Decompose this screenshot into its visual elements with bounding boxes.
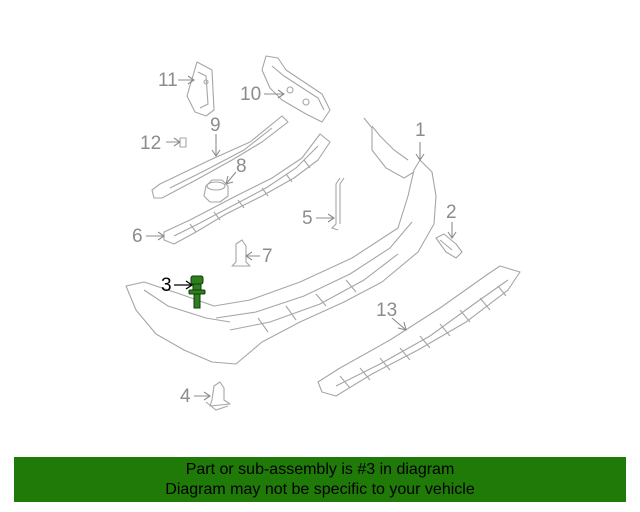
part-4-retainer[interactable] — [205, 381, 231, 411]
part-1-bumper-cover[interactable] — [125, 117, 437, 365]
banner-line-2: Diagram may not be specific to your vehi… — [165, 481, 475, 498]
parts-diagram: 1 2 3 4 5 6 7 8 9 10 11 12 13 — [125, 55, 521, 411]
info-banner: Part or sub-assembly is #3 in diagram Di… — [14, 457, 626, 502]
callout-8: 8 — [236, 156, 247, 177]
part-10-bracket[interactable] — [261, 55, 331, 123]
callout-6: 6 — [132, 226, 143, 247]
banner-line-1: Part or sub-assembly is #3 in diagram — [185, 461, 455, 478]
part-7-clip[interactable] — [231, 239, 251, 267]
callout-13: 13 — [376, 300, 397, 321]
part-6-absorber[interactable] — [163, 133, 331, 245]
callout-10: 10 — [240, 84, 261, 105]
callout-4: 4 — [180, 386, 191, 407]
part-5-rod[interactable] — [330, 177, 345, 231]
part-11-bracket[interactable] — [186, 61, 215, 117]
callout-1: 1 — [415, 120, 426, 141]
part-8-cap[interactable] — [203, 179, 229, 203]
callout-2: 2 — [446, 202, 457, 223]
part-2-bolt[interactable] — [435, 233, 463, 259]
callout-3[interactable]: 3 — [161, 275, 172, 296]
callout-labels: 1 2 3 4 5 6 7 8 9 10 11 12 13 — [132, 70, 457, 407]
callout-9: 9 — [210, 115, 221, 136]
callout-leaders — [146, 75, 457, 401]
callout-7: 7 — [262, 246, 273, 267]
callout-5: 5 — [302, 208, 313, 229]
part-13-step-pad[interactable] — [317, 265, 521, 397]
part-9-strip[interactable] — [151, 115, 289, 199]
part-12-clip[interactable] — [179, 137, 187, 148]
callout-12: 12 — [140, 133, 161, 154]
callout-11: 11 — [158, 70, 178, 91]
part-3-bolt[interactable] — [188, 275, 206, 309]
